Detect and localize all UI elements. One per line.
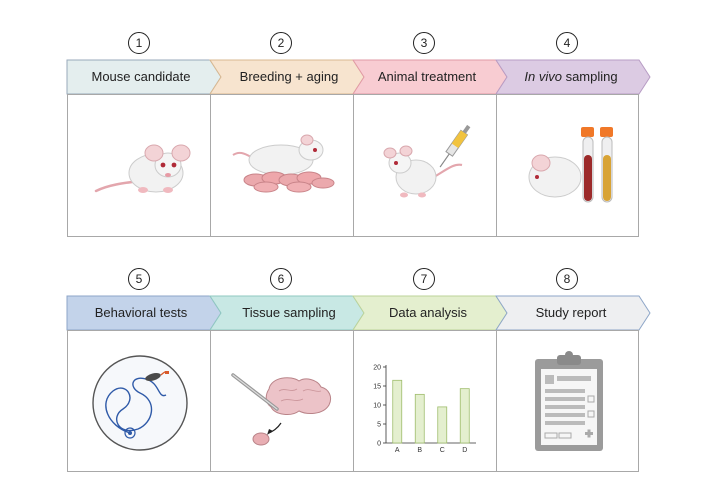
x-tick-label: B (417, 447, 422, 454)
step-4-number: 4 (556, 32, 578, 54)
step-4-label-rest: sampling (561, 69, 618, 84)
step-3-label: Animal treatment (377, 69, 477, 84)
step-2-banner: Breeding + aging (209, 59, 368, 95)
mouse-illustration (94, 144, 191, 193)
step-1-banner: Mouse candidate (66, 59, 225, 95)
step-7-label: Data analysis (388, 305, 468, 320)
y-tick-label: 10 (373, 403, 381, 410)
step-1-number: 1 (128, 32, 150, 54)
clipboard-report-illustration (535, 351, 603, 451)
bar (437, 406, 448, 444)
step-3-panel (353, 94, 497, 237)
injection-illustration (383, 124, 471, 198)
step-5-label: Behavioral tests (94, 305, 188, 320)
step-1-label: Mouse candidate (91, 69, 191, 84)
step-8-panel (496, 330, 639, 472)
step-4-panel (496, 94, 639, 237)
step-1-panel (67, 94, 211, 237)
y-tick-label: 0 (377, 441, 381, 448)
step-2-label: Breeding + aging (239, 69, 339, 84)
tissue-sampling-illustration (231, 373, 332, 446)
step-8-label: Study report (535, 305, 607, 320)
breeding-mice-illustration (232, 134, 335, 193)
y-tick-label: 15 (373, 384, 381, 391)
x-tick-label: A (395, 447, 400, 454)
step-2-number: 2 (270, 32, 292, 54)
step-3-number: 3 (413, 32, 435, 54)
step-8-number: 8 (556, 268, 578, 290)
step-3-banner: Animal treatment (352, 59, 511, 95)
maze-tracking-illustration (92, 355, 188, 451)
x-tick-label: C (440, 447, 445, 454)
step-7-number: 7 (413, 268, 435, 290)
step-8-banner: Study report (495, 295, 654, 331)
x-tick-label: D (462, 447, 467, 454)
bar (392, 379, 403, 444)
step-4-banner: In vivo sampling (495, 59, 654, 95)
step-2-panel (210, 94, 354, 237)
step-6-label: Tissue sampling (242, 305, 336, 320)
bar (414, 393, 425, 444)
step-5-banner: Behavioral tests (66, 295, 225, 331)
step-6-number: 6 (270, 268, 292, 290)
blood-sampling-illustration (528, 127, 613, 203)
step-4-label-italic: In vivo (524, 69, 562, 84)
step-4-label: In vivo sampling (496, 60, 646, 94)
step-5-panel (67, 330, 211, 472)
step-6-banner: Tissue sampling (209, 295, 368, 331)
bar (459, 388, 470, 444)
step-6-panel (210, 330, 354, 472)
step-5-number: 5 (128, 268, 150, 290)
step-7-banner: Data analysis (352, 295, 511, 331)
y-tick-label: 20 (373, 365, 381, 372)
bar-chart: 0 5 10 15 20A B C D (373, 365, 476, 454)
y-tick-label: 5 (377, 422, 381, 429)
